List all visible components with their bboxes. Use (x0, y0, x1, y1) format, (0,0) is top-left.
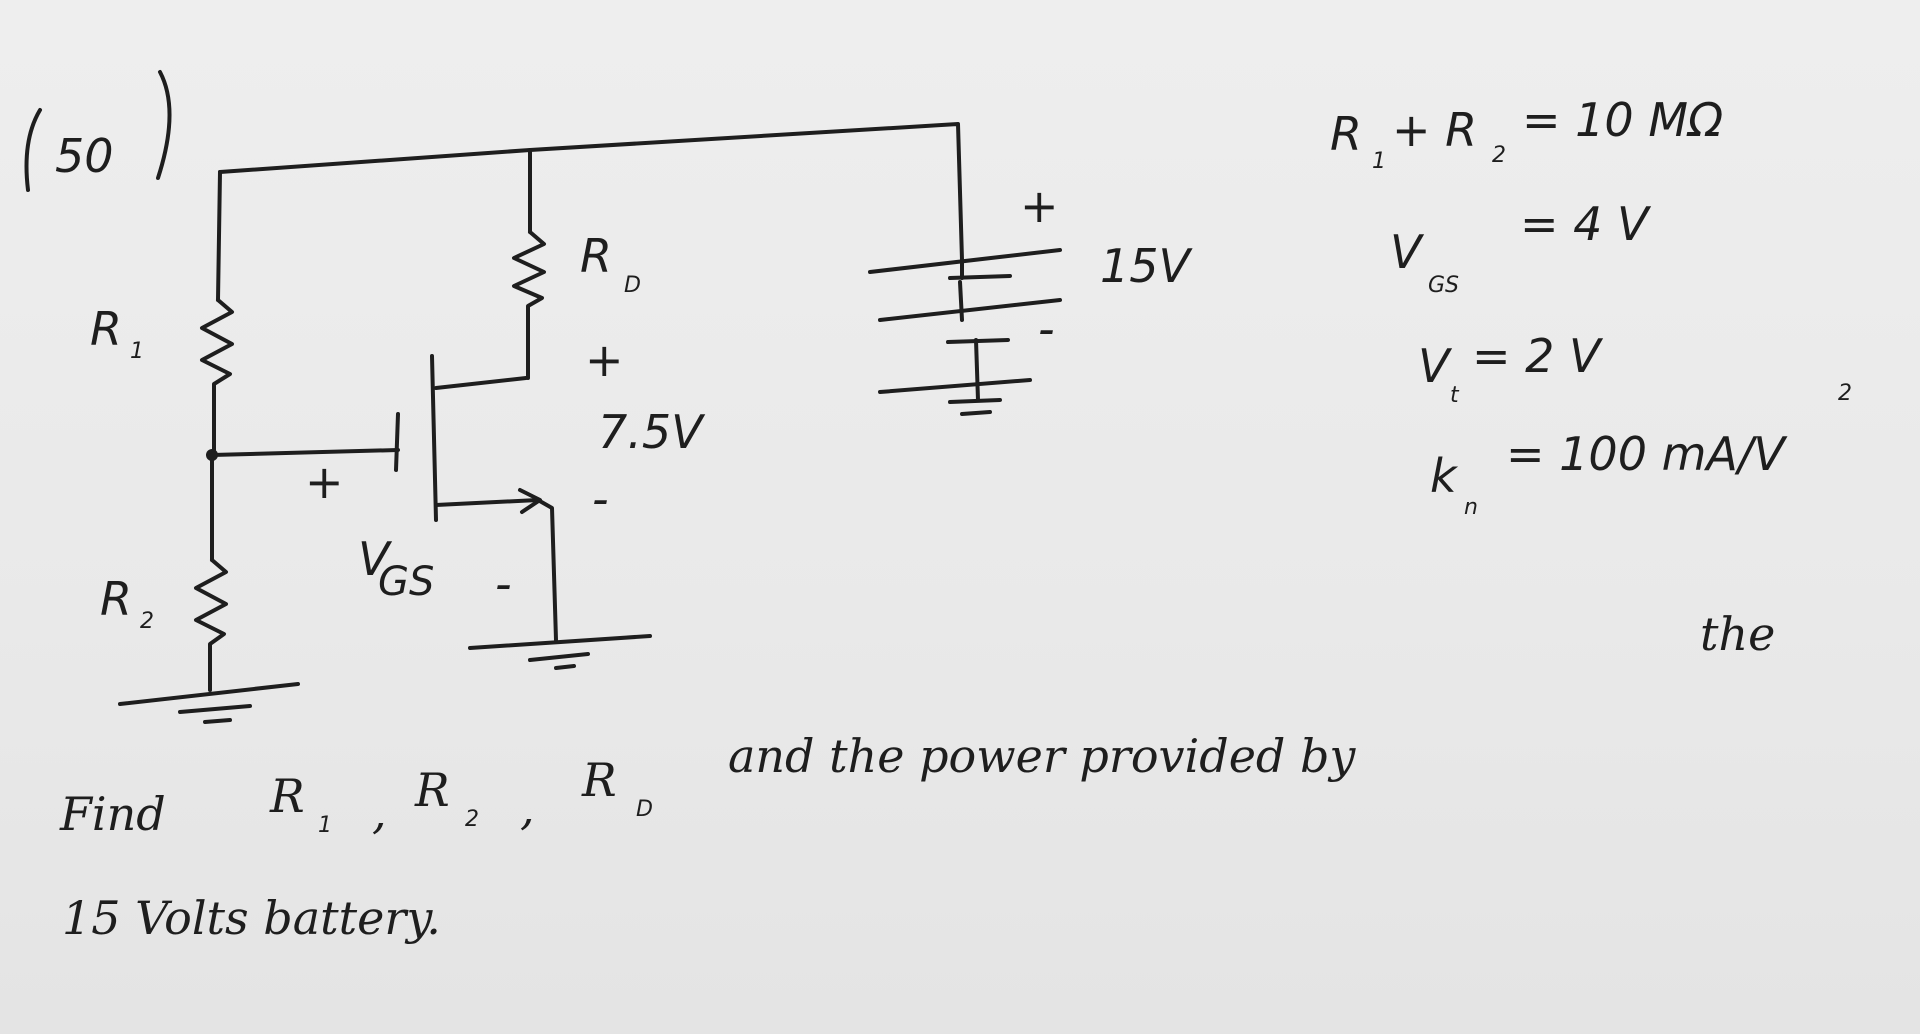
gate-wire (210, 448, 400, 457)
vgs-plus: + (305, 455, 344, 509)
question-sep1: , (372, 785, 387, 839)
r1-sub: 1 (130, 339, 144, 364)
source-wire (434, 498, 558, 642)
rd-resistor (512, 230, 546, 380)
r2-ground (118, 682, 300, 724)
vds-plus: + (585, 333, 624, 387)
question-r1: R (269, 769, 305, 823)
rd-sub: D (624, 273, 641, 298)
question-rd: R (581, 753, 617, 807)
problem-number: 50 (24, 70, 172, 192)
source-ground (468, 634, 652, 670)
question-the: the (1700, 607, 1775, 661)
given-line2-rhs: = 4 V (1520, 197, 1652, 251)
given-line1-rhs: = 10 MΩ (1522, 93, 1723, 147)
r1-label: R (90, 302, 122, 356)
vgs-sub: GS (378, 559, 434, 605)
given-line4-sup: 2 (1838, 381, 1852, 406)
r1-resistor (200, 298, 234, 452)
given-line1-lhs: R (1330, 107, 1362, 161)
given-values: R 1 + R 2 = 10 MΩ V GS = 4 V V t = 2 V k… (1330, 93, 1852, 520)
given-line2-sub: GS (1428, 273, 1459, 298)
given-line3-sub: t (1450, 383, 1460, 408)
vgs-label: V (358, 532, 393, 586)
question-r1-sub: 1 (318, 813, 332, 838)
question-rest: and the power provided by (728, 729, 1356, 783)
battery (868, 248, 1062, 416)
battery-value: 15V (1100, 239, 1194, 293)
rd-label: R (580, 229, 612, 283)
given-line4-sub: n (1464, 495, 1478, 520)
r2-resistor (194, 558, 228, 692)
battery-plus: + (1020, 179, 1059, 233)
r2-sub: 2 (140, 609, 154, 634)
vds-minus: - (592, 472, 609, 526)
question-find: Find (59, 787, 166, 841)
given-line1-plus: + R (1392, 103, 1477, 157)
question-r2: R (414, 763, 450, 817)
question-sep2: , (520, 781, 535, 835)
drain-wire (434, 376, 528, 390)
given-line4-lhs: k (1430, 449, 1459, 503)
question-rd-sub: D (636, 797, 653, 822)
given-line2-lhs: V (1390, 225, 1425, 279)
battery-minus: - (1038, 302, 1055, 356)
r2-label: R (100, 572, 132, 626)
question-line2: 15 Volts battery. (62, 891, 441, 945)
top-wire (218, 122, 964, 262)
given-line1-sub1: 1 (1372, 149, 1386, 174)
given-line3-lhs: V (1418, 339, 1453, 393)
problem-number-text: 50 (55, 129, 114, 183)
r1-top-wire (216, 170, 222, 302)
vgs-minus: - (495, 557, 512, 611)
given-line3-rhs: = 2 V (1472, 329, 1604, 383)
given-line1-sub2: 2 (1492, 143, 1506, 168)
vds-value: 7.5V (598, 405, 706, 459)
gate-plate (394, 412, 400, 472)
source-arrow (518, 488, 542, 514)
given-line4-rhs: = 100 mA/V (1506, 427, 1788, 481)
question-r2-sub: 2 (465, 807, 479, 832)
mosfet-channel (430, 354, 438, 522)
question-text: Find R 1 , R 2 , R D and the power provi… (59, 607, 1775, 945)
